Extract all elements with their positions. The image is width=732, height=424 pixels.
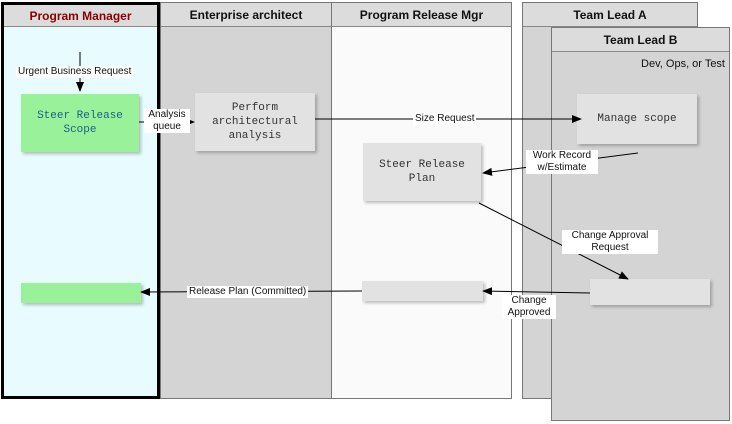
lane-header-program-release-mgr: Program Release Mgr [332, 3, 511, 27]
lane-enterprise-architect: Enterprise architect [160, 2, 332, 399]
steer-release-scope-box[interactable]: Steer Release Scope [21, 94, 139, 152]
analysis-queue-label: Analysis queue [144, 109, 190, 133]
lane-header-team-lead-b: Team Lead B [552, 28, 729, 52]
lane-header-enterprise-architect: Enterprise architect [161, 3, 331, 27]
change-approval-request-label: Change Approval Request [562, 230, 658, 254]
change-approval-box [590, 279, 710, 305]
change-approved-text: Change Approved [507, 295, 551, 318]
release-plan-committed-box [21, 283, 141, 303]
size-request-label: Size Request [413, 113, 477, 125]
manage-scope-box[interactable]: Manage scope [577, 94, 697, 144]
release-plan-draft-box [362, 281, 483, 301]
lane-team-lead-b: Team Lead B Dev, Ops, or Test [551, 27, 730, 421]
change-approved-arrow [482, 287, 591, 296]
change-approved-label: Change Approved [502, 295, 556, 319]
work-record-label: Work Record w/Estimate [526, 150, 598, 174]
team-lead-b-subtitle: Dev, Ops, or Test [641, 58, 725, 70]
urgent-business-request-label: Urgent Business Request [16, 66, 134, 78]
analysis-queue-text: Analysis queue [148, 109, 186, 132]
steer-release-plan-box[interactable]: Steer Release Plan [363, 143, 481, 201]
lane-header-program-manager: Program Manager [4, 5, 157, 27]
perform-architectural-analysis-box[interactable]: Perform architectural analysis [195, 93, 315, 151]
work-record-text: Work Record w/Estimate [532, 150, 592, 173]
change-approval-request-text: Change Approval Request [571, 230, 649, 253]
change-approval-request-arrow [478, 202, 629, 280]
lane-header-team-lead-a: Team Lead A [523, 3, 697, 27]
release-plan-committed-label: Release Plan (Committed) [187, 286, 309, 298]
